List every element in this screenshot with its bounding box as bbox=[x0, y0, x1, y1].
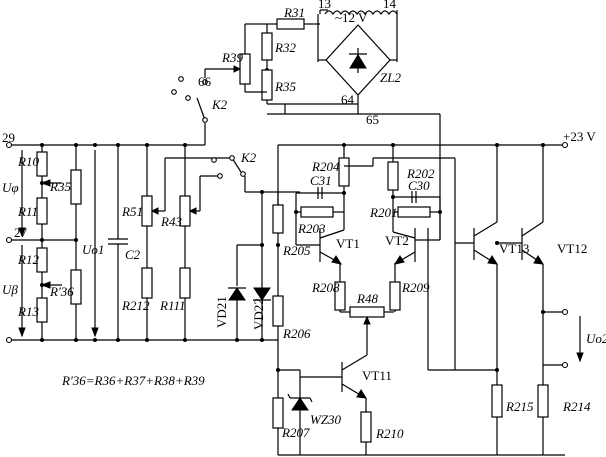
r13-label: R13 bbox=[17, 304, 39, 319]
r214-label: R214 bbox=[562, 399, 591, 414]
r207-label: R207 bbox=[281, 425, 310, 440]
input-network bbox=[5, 141, 278, 344]
r201-label: R201 bbox=[369, 205, 397, 220]
k2-upper-label: K2 bbox=[211, 97, 228, 112]
r205-label: R205 bbox=[282, 243, 311, 258]
r204-label: R204 bbox=[311, 159, 340, 174]
vt11-label: VT11 bbox=[362, 368, 392, 383]
r31-label: R31 bbox=[283, 5, 305, 20]
r11-label: R11 bbox=[17, 204, 38, 219]
vd22-label: VD22 bbox=[251, 298, 266, 330]
vt2-label: VT2 bbox=[385, 233, 409, 248]
r206-resistor bbox=[272, 295, 284, 327]
r209-label: R209 bbox=[401, 280, 430, 295]
r208-label: R208 bbox=[311, 280, 340, 295]
vt13-label: VT13 bbox=[499, 241, 529, 256]
r35-resistor bbox=[70, 169, 82, 205]
r111-resistor bbox=[179, 267, 191, 299]
rectifier-section bbox=[204, 9, 440, 115]
r39-label: R39 bbox=[221, 50, 243, 65]
r35b-label: R35 bbox=[274, 79, 296, 94]
k2-lower-label: K2 bbox=[240, 150, 257, 165]
r32-label: R32 bbox=[274, 40, 296, 55]
vt11-transistor bbox=[300, 354, 372, 455]
r202-resistor bbox=[387, 161, 399, 191]
r214-resistor bbox=[537, 384, 549, 418]
vd-diodes bbox=[228, 190, 271, 342]
r210-resistor bbox=[360, 411, 372, 443]
node-27-label: 27 bbox=[14, 225, 28, 240]
k2-lower-switch bbox=[211, 155, 300, 193]
formula-label: R′36=R36+R37+R38+R39 bbox=[61, 373, 205, 388]
k2-upper-switch bbox=[171, 76, 208, 145]
r212-label: R212 bbox=[121, 298, 150, 313]
uo2-label: Uo2 bbox=[586, 331, 606, 346]
uphi-label: Uφ bbox=[2, 180, 19, 195]
r215-resistor bbox=[491, 384, 503, 418]
r111-label: R111 bbox=[159, 298, 186, 313]
uo1-label: Uo1 bbox=[82, 242, 104, 257]
zl2-label: ZL2 bbox=[380, 70, 401, 85]
diff-amp bbox=[277, 114, 569, 455]
node-14-label: 14 bbox=[383, 0, 397, 11]
output-stage bbox=[455, 145, 584, 455]
r206-label: R206 bbox=[282, 326, 311, 341]
labels: 29 27 66 13 14 64 65 ~12 V +23 V ZL2 R31… bbox=[2, 0, 606, 441]
node-65-label: 65 bbox=[366, 112, 379, 127]
plus23v-label: +23 V bbox=[563, 129, 596, 144]
r201-resistor bbox=[397, 206, 431, 218]
r43-label: R43 bbox=[160, 214, 182, 229]
r11-resistor bbox=[36, 197, 48, 225]
r205-resistor bbox=[272, 204, 284, 234]
r32-resistor bbox=[261, 32, 273, 61]
r12-label: R12 bbox=[17, 252, 39, 267]
vd21-label: VD21 bbox=[214, 296, 229, 328]
r31-resistor bbox=[276, 18, 305, 30]
r35b-resistor bbox=[261, 69, 273, 101]
node-64-label: 64 bbox=[341, 92, 355, 107]
vt12-label: VT12 bbox=[557, 241, 587, 256]
r203-resistor bbox=[300, 206, 334, 218]
ubeta-label: Uβ bbox=[2, 282, 18, 297]
r209-resistor bbox=[389, 281, 401, 311]
wz30-label: WZ30 bbox=[310, 412, 342, 427]
r210-label: R210 bbox=[375, 426, 404, 441]
r212-resistor bbox=[141, 267, 153, 299]
r51-potentiometer bbox=[141, 195, 153, 227]
c30-label: C30 bbox=[408, 178, 430, 193]
r215-label: R215 bbox=[505, 399, 534, 414]
r10-label: R10 bbox=[17, 154, 39, 169]
r204-resistor bbox=[338, 157, 350, 187]
c31-label: C31 bbox=[310, 173, 332, 188]
r51-label: R51 bbox=[121, 204, 143, 219]
r202-label: R202 bbox=[406, 166, 435, 181]
c2-label: C2 bbox=[125, 247, 141, 262]
node-29-label: 29 bbox=[2, 130, 15, 145]
vt1-label: VT1 bbox=[336, 236, 360, 251]
r48-potentiometer bbox=[349, 306, 385, 318]
r203-label: R203 bbox=[297, 221, 326, 236]
ac-voltage-label: ~12 V bbox=[335, 10, 368, 25]
node-13-label: 13 bbox=[318, 0, 331, 11]
r207-resistor bbox=[272, 397, 284, 429]
r35-label: R35 bbox=[49, 179, 71, 194]
r48-label: R48 bbox=[356, 291, 378, 306]
r36p-label: R′36 bbox=[49, 284, 74, 299]
node-66-label: 66 bbox=[198, 74, 212, 89]
bias-column bbox=[272, 192, 313, 455]
